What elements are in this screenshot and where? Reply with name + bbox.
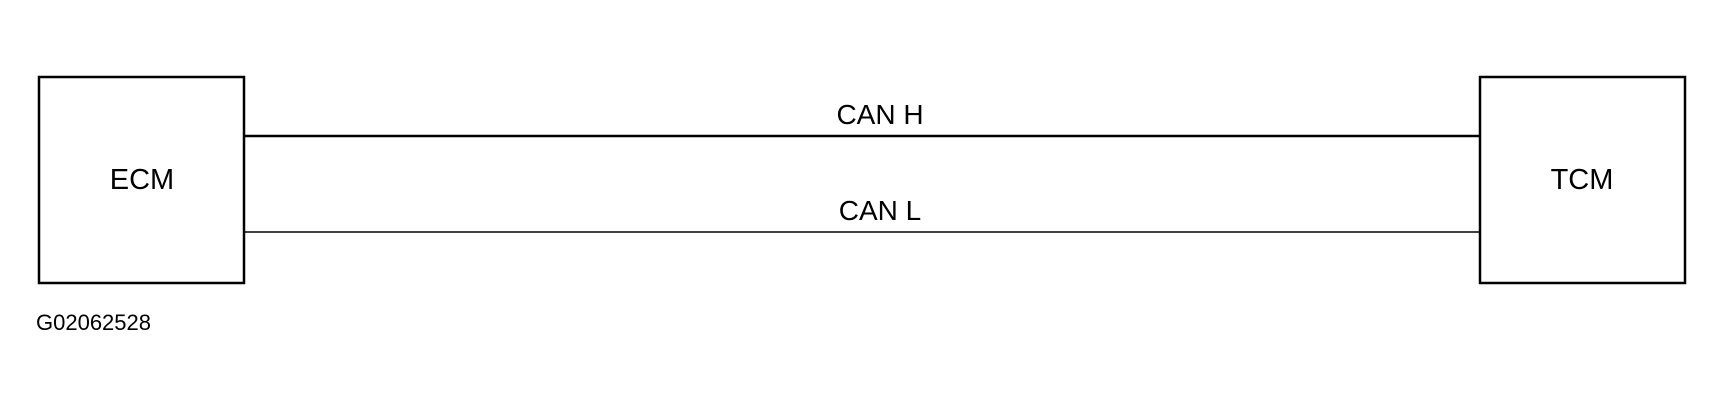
ecm-module-box bbox=[37, 75, 246, 285]
figure-id-label: G02062528 bbox=[36, 310, 151, 335]
ecm-module-label: ECM bbox=[110, 164, 174, 196]
tcm-module-label: TCM bbox=[1551, 164, 1614, 196]
can-low-wire: CAN L bbox=[244, 195, 1480, 233]
tcm-module-box bbox=[1478, 75, 1687, 285]
ecm-module: ECM bbox=[37, 75, 246, 285]
can-high-wire: CAN H bbox=[244, 99, 1480, 138]
can-high-label: CAN H bbox=[836, 99, 923, 130]
tcm-module: TCM bbox=[1478, 75, 1687, 285]
can-low-label: CAN L bbox=[839, 195, 921, 226]
